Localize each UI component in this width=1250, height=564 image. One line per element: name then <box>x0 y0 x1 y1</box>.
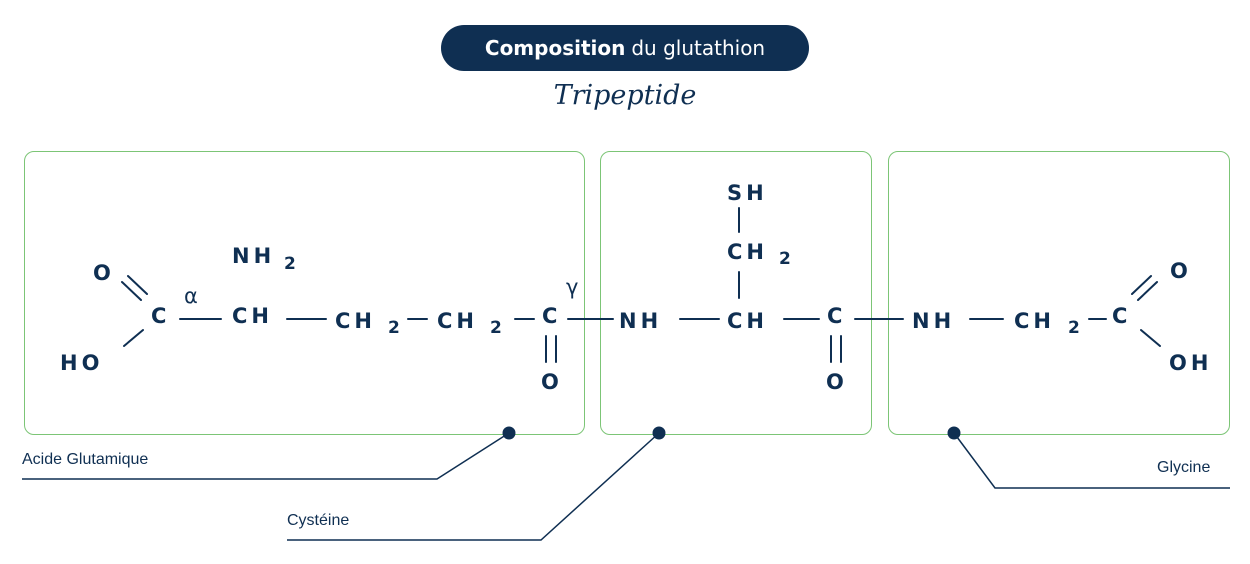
callout-line-cys <box>287 432 660 541</box>
cys-sh: SH <box>727 181 768 205</box>
cys-ch2: CH <box>727 240 768 264</box>
glu-ch2b: CH <box>437 309 478 333</box>
cysteine-box <box>600 151 872 435</box>
subtitle: Tripeptide <box>553 80 697 111</box>
callout-line-glu <box>22 432 510 480</box>
cys-o-bottom: O <box>826 370 848 394</box>
bond-c-o-top-double-b <box>1131 275 1152 295</box>
glutamic-acid-box <box>24 151 585 435</box>
bond-c-oh <box>1140 329 1161 347</box>
alpha-label: α <box>184 284 198 308</box>
gly-c: C <box>1112 304 1132 328</box>
bond-c-o-top-double-a <box>1137 281 1158 301</box>
gly-oh: OH <box>1169 351 1213 375</box>
callout-dot-gly <box>947 426 961 440</box>
title-rest: du glutathion <box>631 36 766 60</box>
glu-ch2a-sub: 2 <box>388 318 400 338</box>
glu-o-bottom: O <box>541 370 563 394</box>
title-bold: Composition <box>484 36 626 60</box>
cys-c: C <box>827 304 847 328</box>
callout-line-gly <box>953 432 1230 489</box>
glu-ch2a: CH <box>335 309 376 333</box>
gamma-label: γ <box>566 275 579 299</box>
callout-dot-glu <box>502 426 516 440</box>
bond-c1-o-double-b <box>127 275 148 295</box>
glu-ch: CH <box>232 304 273 328</box>
label-glutamic-acid: Acide Glutamique <box>22 451 149 468</box>
glu-c1: C <box>151 304 171 328</box>
label-cysteine: Cystéine <box>287 512 350 529</box>
glu-c2: C <box>542 304 562 328</box>
gly-o-top: O <box>1170 259 1192 283</box>
gly-nh: NH <box>912 309 956 333</box>
gly-ch2-sub: 2 <box>1068 318 1080 338</box>
cys-nh: NH <box>619 309 663 333</box>
cys-ch2-sub: 2 <box>779 249 791 269</box>
callout-dot-cys <box>652 426 666 440</box>
glu-ch2b-sub: 2 <box>490 318 502 338</box>
title-pill: Composition du glutathion <box>441 25 809 71</box>
gly-ch2: CH <box>1014 309 1055 333</box>
bond-c1-ho <box>123 329 144 347</box>
cys-ch: CH <box>727 309 768 333</box>
glu-nh-sub: 2 <box>284 254 296 274</box>
glu-o-top: O <box>93 261 115 285</box>
label-glycine: Glycine <box>1157 459 1211 476</box>
glu-ho: HO <box>60 351 104 375</box>
bond-c1-o-double-a <box>121 281 142 301</box>
glu-nh: NH <box>232 244 276 268</box>
glycine-box <box>888 151 1230 435</box>
